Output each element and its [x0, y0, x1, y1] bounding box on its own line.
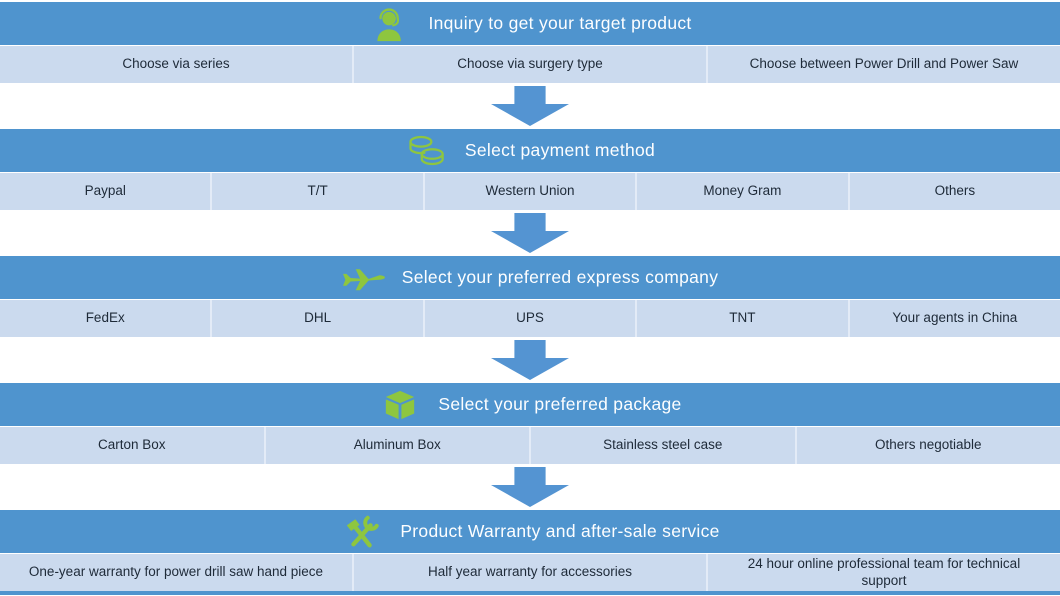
- options-row: Carton Box Aluminum Box Stainless steel ca…: [0, 427, 1060, 464]
- flow-arrow-gap: [0, 337, 1060, 383]
- option-cell: Choose between Power Drill and Power Saw: [706, 46, 1060, 83]
- tools-icon: [340, 512, 384, 552]
- flow-arrow-gap: [0, 83, 1060, 129]
- option-label: Western Union: [485, 183, 575, 199]
- down-arrow-icon: [491, 467, 569, 507]
- option-label: Money Gram: [703, 183, 782, 199]
- down-arrow-icon: [491, 340, 569, 380]
- option-cell: T/T: [210, 173, 422, 210]
- option-cell: Money Gram: [635, 173, 847, 210]
- support-agent-icon: [368, 4, 412, 44]
- section-title: Select payment method: [464, 140, 656, 160]
- option-cell: Half year warranty for accessories: [352, 554, 706, 591]
- flow-section: Select your preferred express company Fe…: [0, 256, 1060, 383]
- option-cell: FedEx: [0, 300, 210, 337]
- option-cell: Stainless steel case: [529, 427, 795, 464]
- option-label: Choose between Power Drill and Power Saw: [749, 56, 1019, 72]
- flow-section: Select payment method Paypal T/T Western U…: [0, 129, 1060, 256]
- option-label: One-year warranty for power drill saw ha…: [28, 564, 324, 580]
- option-label: Stainless steel case: [603, 437, 723, 453]
- flow-arrow-gap: [0, 464, 1060, 510]
- option-label: Carton Box: [97, 437, 166, 453]
- option-cell: DHL: [210, 300, 422, 337]
- options-row: FedEx DHL UPS TNT Your agents in China: [0, 300, 1060, 337]
- flow-section: Select your preferred package Carton Box…: [0, 383, 1060, 510]
- section-header: Product Warranty and after-sale service: [0, 510, 1060, 553]
- options-row: Paypal T/T Western Union Money Gram Others: [0, 173, 1060, 210]
- options-row: Choose via series Choose via surgery type…: [0, 46, 1060, 83]
- option-cell: Aluminum Box: [263, 427, 530, 464]
- option-cell: Paypal: [0, 173, 210, 210]
- option-label: Aluminum Box: [353, 437, 441, 453]
- option-cell: Carton Box: [0, 427, 264, 464]
- option-cell: UPS: [422, 300, 635, 337]
- option-label: UPS: [516, 310, 544, 326]
- section-title: Select your preferred express company: [401, 267, 719, 287]
- package-icon: [378, 385, 422, 425]
- option-cell: Your agents in China: [847, 300, 1060, 337]
- option-label: DHL: [304, 310, 332, 326]
- option-cell: Choose via series: [0, 46, 352, 83]
- option-label: FedEx: [85, 310, 125, 326]
- section-title: Product Warranty and after-sale service: [400, 521, 720, 541]
- flow-arrow-gap: [0, 210, 1060, 256]
- option-cell: 24 hour online professional team for tec…: [706, 554, 1060, 591]
- options-row: One-year warranty for power drill saw ha…: [0, 554, 1060, 591]
- option-label: Choose via series: [122, 56, 230, 72]
- bottom-accent-bar: [0, 591, 1060, 595]
- option-label: Choose via surgery type: [457, 56, 603, 72]
- option-cell: Western Union: [422, 173, 635, 210]
- flow-section: Inquiry to get your target product Choos…: [0, 2, 1060, 129]
- option-label: T/T: [307, 183, 328, 199]
- airplane-icon: [342, 258, 386, 298]
- option-label: TNT: [729, 310, 756, 326]
- option-cell: Choose via surgery type: [352, 46, 706, 83]
- down-arrow-icon: [491, 86, 569, 126]
- option-label: Others negotiable: [874, 437, 982, 453]
- down-arrow-icon: [491, 213, 569, 253]
- section-title: Inquiry to get your target product: [428, 13, 692, 33]
- option-label: Your agents in China: [892, 310, 1018, 326]
- section-header: Select your preferred express company: [0, 256, 1060, 299]
- option-cell: Others: [847, 173, 1060, 210]
- option-label: Paypal: [84, 183, 126, 199]
- option-cell: One-year warranty for power drill saw ha…: [0, 554, 352, 591]
- flow-section: Product Warranty and after-sale service …: [0, 510, 1060, 595]
- section-header: Inquiry to get your target product: [0, 2, 1060, 45]
- section-header: Select your preferred package: [0, 383, 1060, 426]
- option-label: 24 hour online professional team for tec…: [747, 556, 1021, 588]
- option-label: Others: [934, 183, 976, 199]
- option-label: Half year warranty for accessories: [427, 564, 633, 580]
- option-cell: Others negotiable: [794, 427, 1060, 464]
- section-header: Select payment method: [0, 129, 1060, 172]
- coins-icon: [405, 131, 449, 171]
- section-title: Select your preferred package: [438, 394, 682, 414]
- option-cell: TNT: [635, 300, 847, 337]
